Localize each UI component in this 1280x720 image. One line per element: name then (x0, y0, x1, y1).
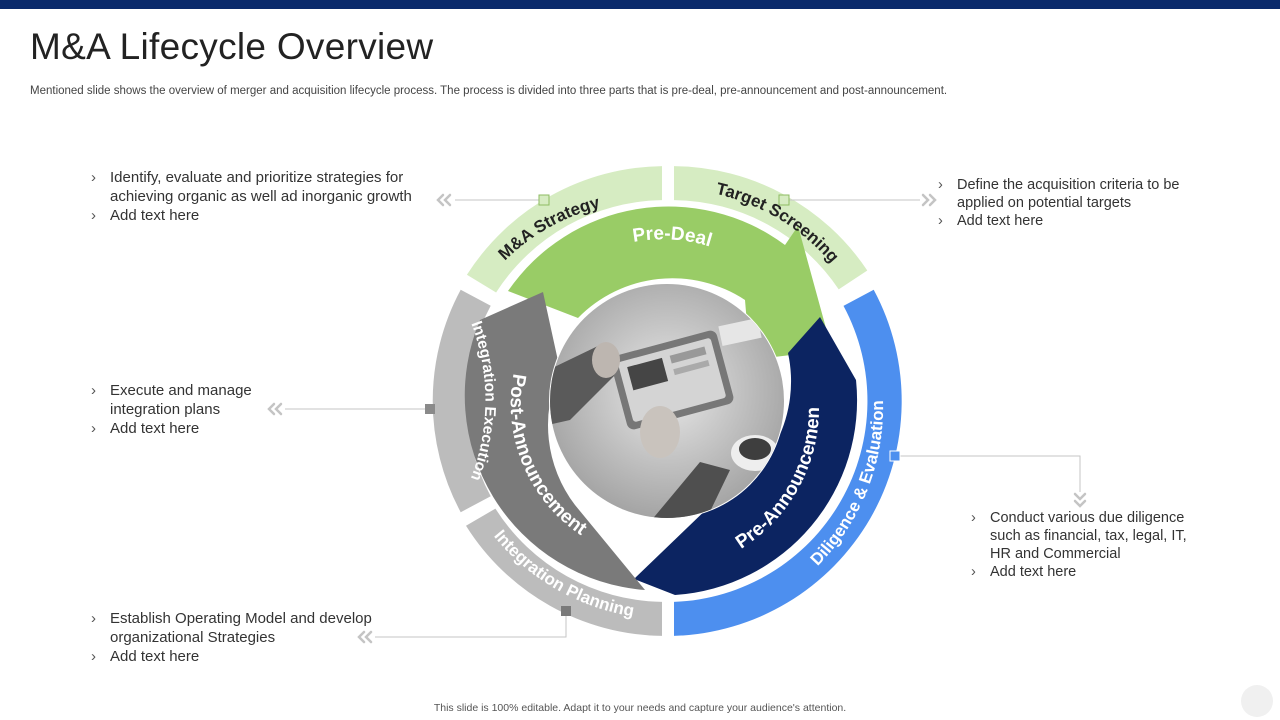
target-screening-notes: Define the acquisition criteria to be ap… (938, 176, 1183, 230)
tablet-photo-icon (550, 318, 779, 518)
integration-execution-notes: Execute and manage integration plans Add… (91, 381, 321, 438)
diligence-evaluation-segment (674, 289, 902, 636)
header-bar (0, 0, 1280, 9)
target-screening-segment (674, 166, 868, 290)
pre-announcement-arrow (634, 317, 858, 595)
outer-ring (432, 166, 902, 636)
diligence-evaluation-notes: Conduct various due diligence such as fi… (971, 509, 1201, 581)
list-item: Add text here (938, 212, 1183, 230)
page-title: M&A Lifecycle Overview (30, 26, 434, 67)
integration-execution-segment (432, 289, 491, 513)
list-item: Define the acquisition criteria to be ap… (938, 176, 1183, 212)
page-subtitle: Mentioned slide shows the overview of me… (30, 85, 948, 97)
post-announcement-arrow (464, 292, 645, 590)
ma-strategy-segment (466, 166, 662, 293)
footer-note: This slide is 100% editable. Adapt it to… (433, 702, 847, 714)
list-item: Add text here (91, 647, 391, 666)
integration-planning-notes: Establish Operating Model and develop or… (91, 609, 391, 666)
list-item: Conduct various due diligence such as fi… (971, 509, 1201, 563)
list-item: Add text here (91, 206, 426, 225)
center-photo (549, 283, 785, 519)
list-item: Add text here (971, 563, 1201, 581)
list-item: Identify, evaluate and prioritize strate… (91, 168, 426, 206)
connector-nodes (425, 194, 901, 616)
ma-strategy-notes: Identify, evaluate and prioritize strate… (91, 168, 426, 225)
list-item: Establish Operating Model and develop or… (91, 609, 391, 647)
list-item: Add text here (91, 419, 321, 438)
list-item: Execute and manage integration plans (91, 381, 321, 419)
slide-nav-button[interactable] (1241, 685, 1273, 717)
integration-planning-segment (466, 508, 662, 636)
